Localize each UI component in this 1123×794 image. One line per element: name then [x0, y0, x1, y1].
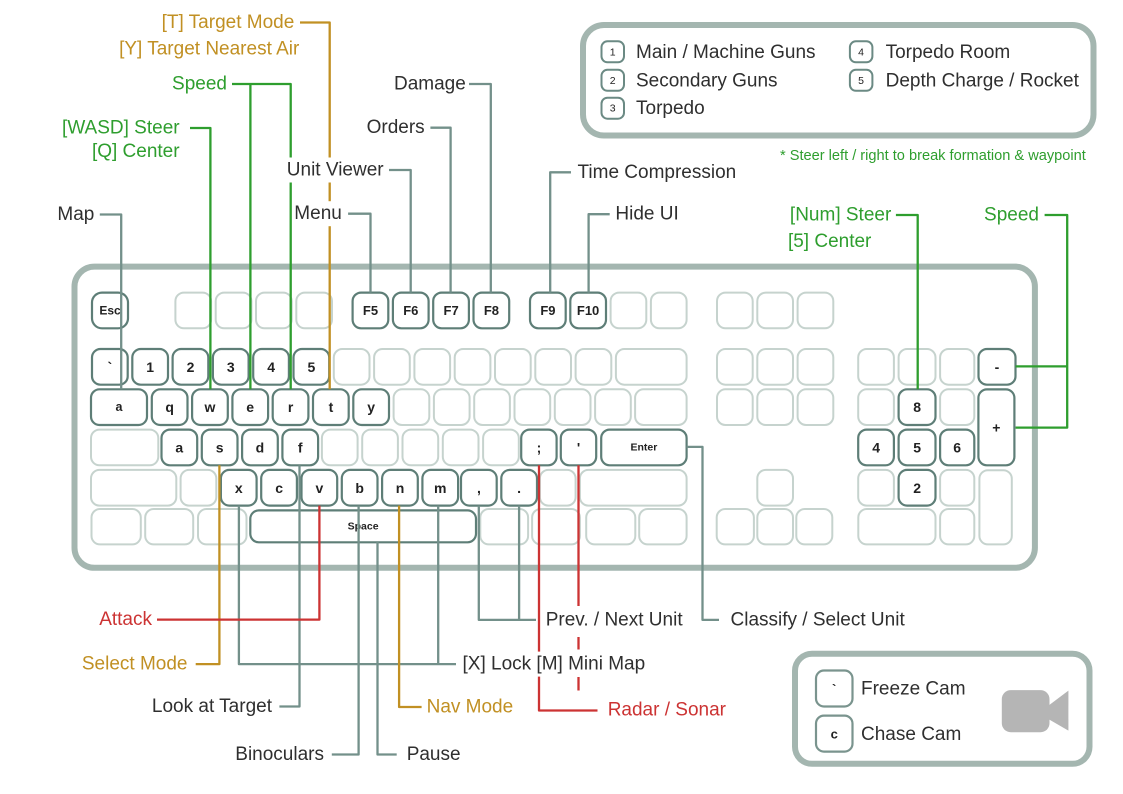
- svg-text:Space: Space: [348, 520, 379, 532]
- svg-text:Binoculars: Binoculars: [235, 744, 324, 765]
- svg-text:-: -: [995, 359, 1000, 375]
- svg-text:Chase Cam: Chase Cam: [861, 724, 961, 745]
- svg-text:c: c: [831, 727, 838, 742]
- svg-text:Esc: Esc: [99, 304, 121, 318]
- svg-text:Damage: Damage: [394, 74, 466, 95]
- svg-text:Prev. / Next Unit: Prev. / Next Unit: [546, 609, 684, 630]
- svg-text:1: 1: [146, 359, 154, 375]
- svg-text:3: 3: [227, 359, 235, 375]
- svg-text:`: `: [107, 359, 112, 375]
- svg-text:Select Mode: Select Mode: [82, 654, 188, 675]
- svg-text:Classify / Select Unit: Classify / Select Unit: [731, 609, 906, 630]
- svg-text:2: 2: [913, 480, 921, 496]
- svg-text:6: 6: [953, 440, 961, 456]
- svg-text:[Q] Center: [Q] Center: [92, 141, 180, 162]
- svg-text:Attack: Attack: [99, 609, 152, 630]
- svg-text:f: f: [298, 440, 303, 456]
- svg-text:4: 4: [858, 46, 864, 58]
- svg-text:Secondary Guns: Secondary Guns: [636, 70, 778, 91]
- svg-text:b: b: [355, 480, 364, 496]
- svg-text:Hide UI: Hide UI: [615, 204, 678, 225]
- svg-text:4: 4: [872, 440, 880, 456]
- svg-text:r: r: [288, 399, 294, 415]
- svg-text:F9: F9: [540, 303, 555, 318]
- svg-text:q: q: [165, 399, 174, 415]
- svg-text:e: e: [246, 399, 254, 415]
- svg-text:5: 5: [308, 359, 316, 375]
- svg-text:v: v: [316, 480, 324, 496]
- svg-text:Speed: Speed: [172, 74, 227, 95]
- svg-text:s: s: [216, 440, 224, 456]
- svg-text:2: 2: [187, 359, 195, 375]
- svg-text:+: +: [992, 419, 1000, 435]
- svg-text:x: x: [235, 480, 243, 496]
- svg-text:a: a: [116, 400, 124, 414]
- svg-text:[T] Target Mode: [T] Target Mode: [162, 12, 295, 33]
- svg-text:F6: F6: [403, 303, 418, 318]
- svg-text:w: w: [204, 399, 216, 415]
- svg-text:F10: F10: [577, 303, 599, 318]
- svg-text:[5] Center: [5] Center: [788, 231, 872, 252]
- svg-text:[WASD] Steer: [WASD] Steer: [62, 118, 180, 139]
- svg-text:8: 8: [913, 399, 921, 415]
- svg-text:Look at Target: Look at Target: [152, 696, 273, 717]
- svg-text:Map: Map: [57, 204, 94, 225]
- svg-text:.: .: [517, 480, 521, 496]
- svg-text:Enter: Enter: [630, 442, 657, 454]
- svg-text:F7: F7: [444, 303, 459, 318]
- svg-text:d: d: [256, 440, 265, 456]
- svg-text:* Steer left / right to break: * Steer left / right to break formation …: [780, 148, 1086, 164]
- svg-text:Torpedo: Torpedo: [636, 98, 705, 119]
- svg-text:5: 5: [858, 75, 864, 87]
- svg-text:Main / Machine Guns: Main / Machine Guns: [636, 42, 816, 63]
- svg-text:Time Compression: Time Compression: [578, 162, 737, 183]
- svg-text:Freeze Cam: Freeze Cam: [861, 679, 966, 700]
- svg-text:y: y: [367, 399, 375, 415]
- svg-text:Menu: Menu: [294, 203, 342, 224]
- svg-text:Depth Charge / Rocket: Depth Charge / Rocket: [886, 70, 1080, 91]
- svg-text:[Y] Target Nearest Air: [Y] Target Nearest Air: [119, 38, 300, 59]
- svg-text:a: a: [175, 440, 183, 456]
- svg-text:t: t: [329, 399, 334, 415]
- svg-text:Nav Mode: Nav Mode: [427, 697, 514, 718]
- svg-text:': ': [577, 440, 580, 456]
- svg-text:Torpedo Room: Torpedo Room: [886, 42, 1011, 63]
- svg-text:;: ;: [537, 440, 542, 456]
- svg-text:Speed: Speed: [984, 205, 1039, 226]
- svg-text:Orders: Orders: [367, 117, 425, 138]
- svg-text:Unit Viewer: Unit Viewer: [287, 160, 384, 181]
- svg-text:[X] Lock [M] Mini Map: [X] Lock [M] Mini Map: [463, 654, 646, 675]
- svg-text:[Num] Steer: [Num] Steer: [790, 205, 892, 226]
- svg-text:c: c: [275, 480, 283, 496]
- svg-text:,: ,: [477, 480, 481, 496]
- svg-text:n: n: [396, 480, 405, 496]
- svg-text:2: 2: [610, 75, 616, 87]
- svg-text:F5: F5: [363, 303, 378, 318]
- svg-text:Radar / Sonar: Radar / Sonar: [608, 700, 727, 721]
- svg-text:F8: F8: [484, 303, 499, 318]
- svg-text:1: 1: [610, 46, 616, 58]
- svg-text:Pause: Pause: [407, 744, 461, 765]
- svg-text:`: `: [832, 682, 836, 697]
- svg-text:m: m: [434, 480, 446, 496]
- svg-text:3: 3: [610, 103, 616, 115]
- svg-text:4: 4: [267, 359, 275, 375]
- svg-text:5: 5: [913, 440, 921, 456]
